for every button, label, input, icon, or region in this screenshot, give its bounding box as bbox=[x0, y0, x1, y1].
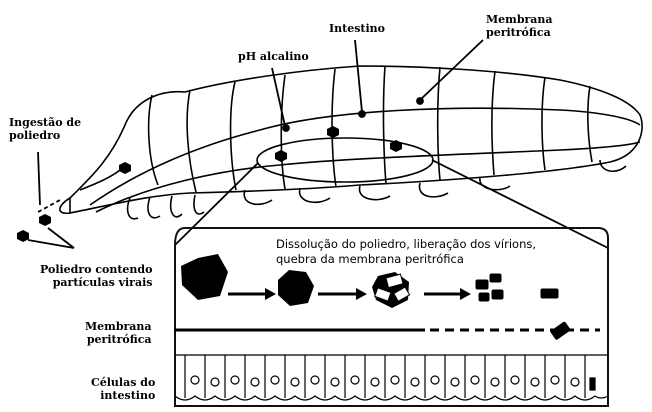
poliedro-line2: partículas virais bbox=[40, 276, 152, 289]
polyhedron-icon bbox=[181, 254, 228, 300]
caterpillar-illustration bbox=[60, 66, 642, 219]
membrana-top-line2: peritrófica bbox=[486, 26, 553, 39]
ingestao-line2: poliedro bbox=[9, 129, 81, 142]
membrana-top-label: Membrana peritrófica bbox=[486, 13, 553, 39]
celulas-line1: Células do bbox=[91, 376, 155, 389]
intestine-cells bbox=[175, 355, 608, 400]
membrana-left-line1: Membrana bbox=[85, 320, 152, 333]
poliedro-line1: Poliedro contendo bbox=[40, 263, 152, 276]
membrana-left-label: Membrana peritrófica bbox=[85, 320, 152, 346]
membrana-left-line2: peritrófica bbox=[85, 333, 152, 346]
virion-cluster-icon bbox=[372, 272, 410, 308]
ingestao-label: Ingestão de poliedro bbox=[9, 116, 81, 142]
polyhedron-icon bbox=[278, 270, 314, 306]
polyhedron-markers bbox=[17, 126, 402, 242]
membrana-top-line1: Membrana bbox=[486, 13, 553, 26]
arrow-icon bbox=[228, 288, 471, 300]
poliedro-label: Poliedro contendo partículas virais bbox=[40, 263, 152, 289]
ingestao-line1: Ingestão de bbox=[9, 116, 81, 129]
intestino-label: Intestino bbox=[329, 22, 385, 35]
dissolucao-line1: Dissolução do poliedro, liberação dos ví… bbox=[276, 237, 536, 252]
dissolucao-label: Dissolução do poliedro, liberação dos ví… bbox=[276, 237, 536, 267]
dissolucao-line2: quebra da membrana peritrófica bbox=[276, 252, 536, 267]
ph-label: pH alcalino bbox=[238, 50, 309, 63]
celulas-line2: intestino bbox=[91, 389, 155, 402]
celulas-label: Células do intestino bbox=[91, 376, 155, 402]
